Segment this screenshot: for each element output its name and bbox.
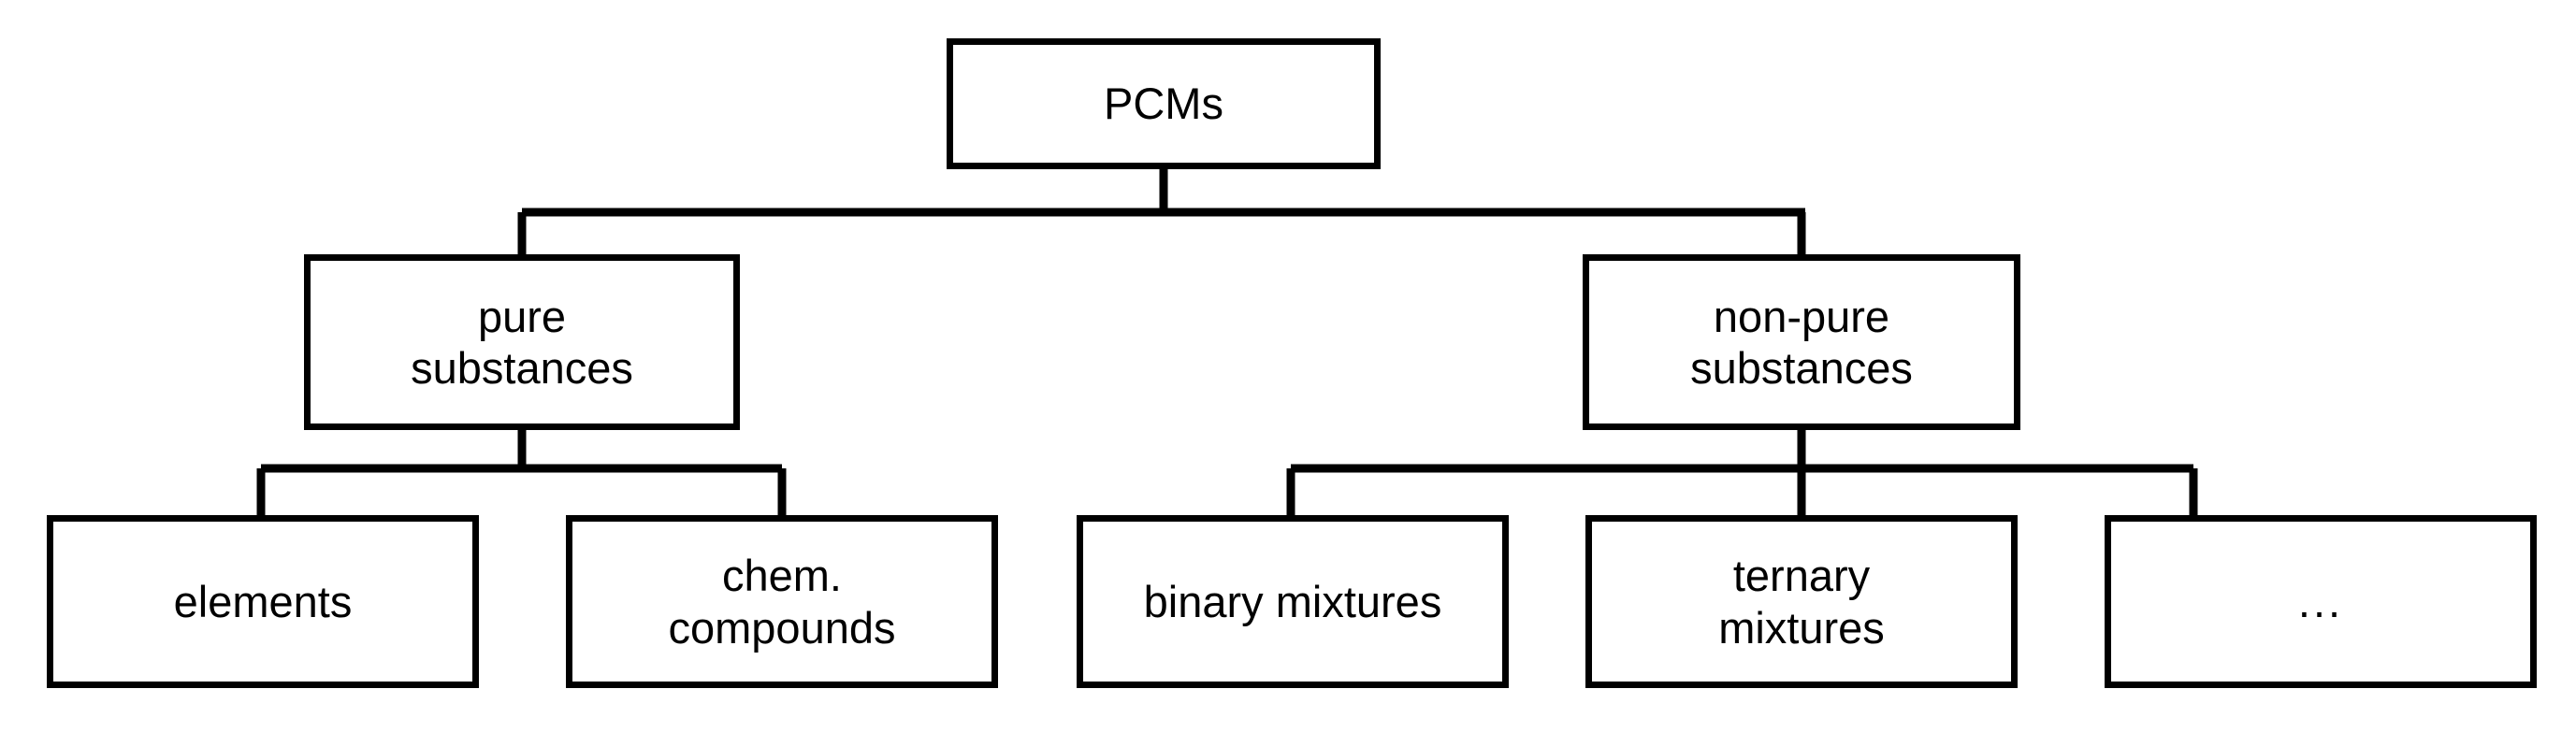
node-elements[interactable]: elements — [47, 515, 479, 688]
node-pure-substances[interactable]: pure substances — [304, 254, 740, 430]
node-pure-substances-label: pure substances — [411, 291, 633, 393]
node-pcms-label: PCMs — [1104, 79, 1223, 129]
node-more-label: ... — [2297, 576, 2344, 626]
node-elements-label: elements — [173, 576, 353, 626]
node-chem-compounds-label: chem. compounds — [668, 551, 896, 653]
node-ternary-mixtures[interactable]: ternary mixtures — [1585, 515, 2018, 688]
node-non-pure-substances-label: non-pure substances — [1690, 291, 1913, 393]
node-more[interactable]: ... — [2105, 515, 2537, 688]
node-binary-mixtures-label: binary mixtures — [1143, 576, 1442, 626]
node-non-pure-substances[interactable]: non-pure substances — [1583, 254, 2020, 430]
node-pcms[interactable]: PCMs — [947, 38, 1381, 169]
node-ternary-mixtures-label: ternary mixtures — [1718, 551, 1885, 653]
node-chem-compounds[interactable]: chem. compounds — [566, 515, 998, 688]
node-binary-mixtures[interactable]: binary mixtures — [1077, 515, 1509, 688]
